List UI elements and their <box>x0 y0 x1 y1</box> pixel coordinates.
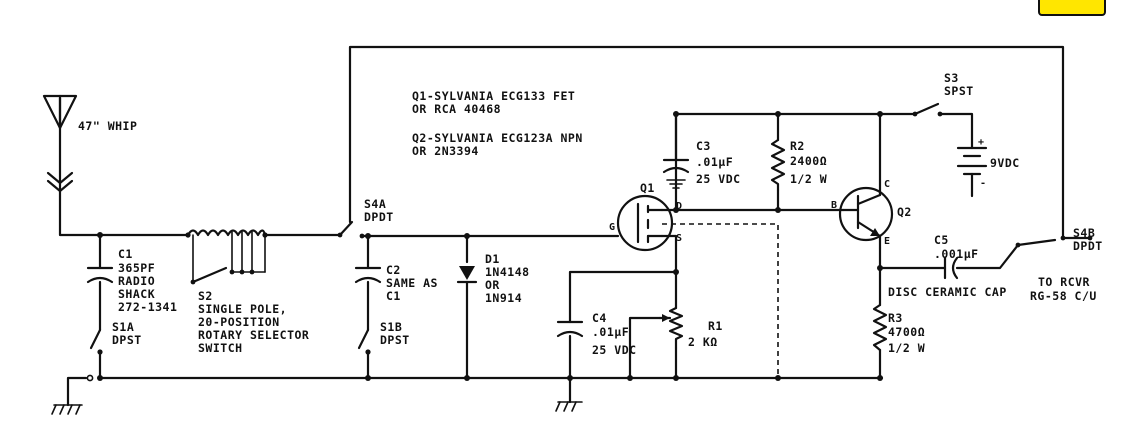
r1-ref: R1 <box>708 319 723 333</box>
s1a-type: DPST <box>112 333 142 347</box>
c2-line1: SAME AS <box>386 276 438 290</box>
fet-q1-icon <box>616 194 674 252</box>
q2-collector-pin: C <box>884 179 890 190</box>
ground-bottom-icon <box>555 401 583 412</box>
note-q1-line2: OR RCA 40468 <box>412 102 501 116</box>
c1-line1: 365PF <box>118 261 155 275</box>
capacitor-c2-icon <box>354 266 382 284</box>
q1-drain-pin: D <box>676 201 682 212</box>
r2-ref: R2 <box>790 139 805 153</box>
s2-line3: ROTARY SELECTOR <box>198 328 309 342</box>
c1-line3: SHACK <box>118 287 155 301</box>
c3-rating: 25 VDC <box>696 172 741 186</box>
capacitor-c5-icon <box>943 256 959 280</box>
switch-s4b-icon <box>1015 235 1093 248</box>
inductor-tapped-coil-icon <box>186 229 267 275</box>
battery-minus: - <box>980 178 986 189</box>
switch-s4a-icon <box>337 220 365 239</box>
c5-value: .001μF <box>934 247 979 261</box>
r2-rating: 1/2 W <box>790 172 827 186</box>
shield-dashed-line <box>662 223 779 378</box>
q2-ref: Q2 <box>897 205 912 219</box>
s2-line4: SWITCH <box>198 341 243 355</box>
s3-type: SPST <box>944 84 974 98</box>
s2-ref: S2 <box>198 289 213 303</box>
r3-rating: 1/2 W <box>888 341 925 355</box>
ground-left-icon <box>51 374 94 415</box>
switch-s1a-icon <box>89 328 103 355</box>
c3-ref: C3 <box>696 139 711 153</box>
diode-d1-icon <box>456 266 478 284</box>
npn-transistor-q2-icon <box>838 186 894 250</box>
c4-value: .01μF <box>592 325 629 339</box>
q2-base-pin: B <box>831 200 837 211</box>
note-q2-line2: OR 2N3394 <box>412 144 479 158</box>
r1-value: 2 KΩ <box>688 335 718 349</box>
resistor-r3-icon <box>872 303 888 352</box>
c1-ref: C1 <box>118 247 133 261</box>
d1-line3: 1N914 <box>485 291 522 305</box>
q1-gate-pin: G <box>609 222 615 233</box>
c4-ref: C4 <box>592 311 607 325</box>
output-line2: RG-58 C/U <box>1030 289 1097 303</box>
junction-dots <box>97 111 883 381</box>
r2-value: 2400Ω <box>790 154 827 168</box>
d1-line2: OR <box>485 278 500 292</box>
s4a-ref: S4A <box>364 197 386 211</box>
s1a-ref: S1A <box>112 320 134 334</box>
q1-source-pin: S <box>676 233 682 244</box>
s1b-type: DPST <box>380 333 410 347</box>
switch-s3-icon <box>912 102 943 117</box>
r3-value: 4700Ω <box>888 325 925 339</box>
output-line1: TO RCVR <box>1038 275 1090 289</box>
switch-s1b-icon <box>357 328 371 355</box>
s2-line1: SINGLE POLE, <box>198 302 287 316</box>
q2-emitter-pin: E <box>884 236 890 247</box>
whip-antenna-icon <box>42 94 78 193</box>
q1-ref: Q1 <box>640 181 655 195</box>
capacitor-c1-icon <box>86 266 114 284</box>
s2-line2: 20-POSITION <box>198 315 280 329</box>
capacitor-c3-icon <box>662 158 690 189</box>
c1-line4: 272-1341 <box>118 300 177 314</box>
resistor-r2-icon <box>770 138 786 192</box>
c2-ref: C2 <box>386 263 401 277</box>
capacitor-c4-icon <box>556 320 584 338</box>
s4a-type: DPDT <box>364 210 394 224</box>
potentiometer-r1-icon <box>658 306 684 350</box>
c1-line2: RADIO <box>118 274 155 288</box>
switch-s2-icon <box>190 234 228 285</box>
s4b-type: DPDT <box>1073 239 1103 253</box>
c3-value: .01μF <box>696 155 733 169</box>
note-q2-line1: Q2-SYLVANIA ECG123A NPN <box>412 131 583 145</box>
s4b-ref: S4B <box>1073 226 1095 240</box>
antenna-label: 47" WHIP <box>78 119 137 133</box>
battery-icon <box>956 146 988 180</box>
c5-note: DISC CERAMIC CAP <box>888 285 1007 299</box>
battery-plus: + <box>978 137 984 148</box>
c5-ref: C5 <box>934 233 949 247</box>
d1-ref: D1 <box>485 252 500 266</box>
s1b-ref: S1B <box>380 320 402 334</box>
battery-label: 9VDC <box>990 156 1020 170</box>
note-q1-line1: Q1-SYLVANIA ECG133 FET <box>412 89 575 103</box>
c2-line2: C1 <box>386 289 401 303</box>
d1-line1: 1N4148 <box>485 265 530 279</box>
s3-ref: S3 <box>944 71 959 85</box>
r3-ref: R3 <box>888 311 903 325</box>
corner-tab <box>1038 0 1106 16</box>
c4-rating: 25 VDC <box>592 343 637 357</box>
